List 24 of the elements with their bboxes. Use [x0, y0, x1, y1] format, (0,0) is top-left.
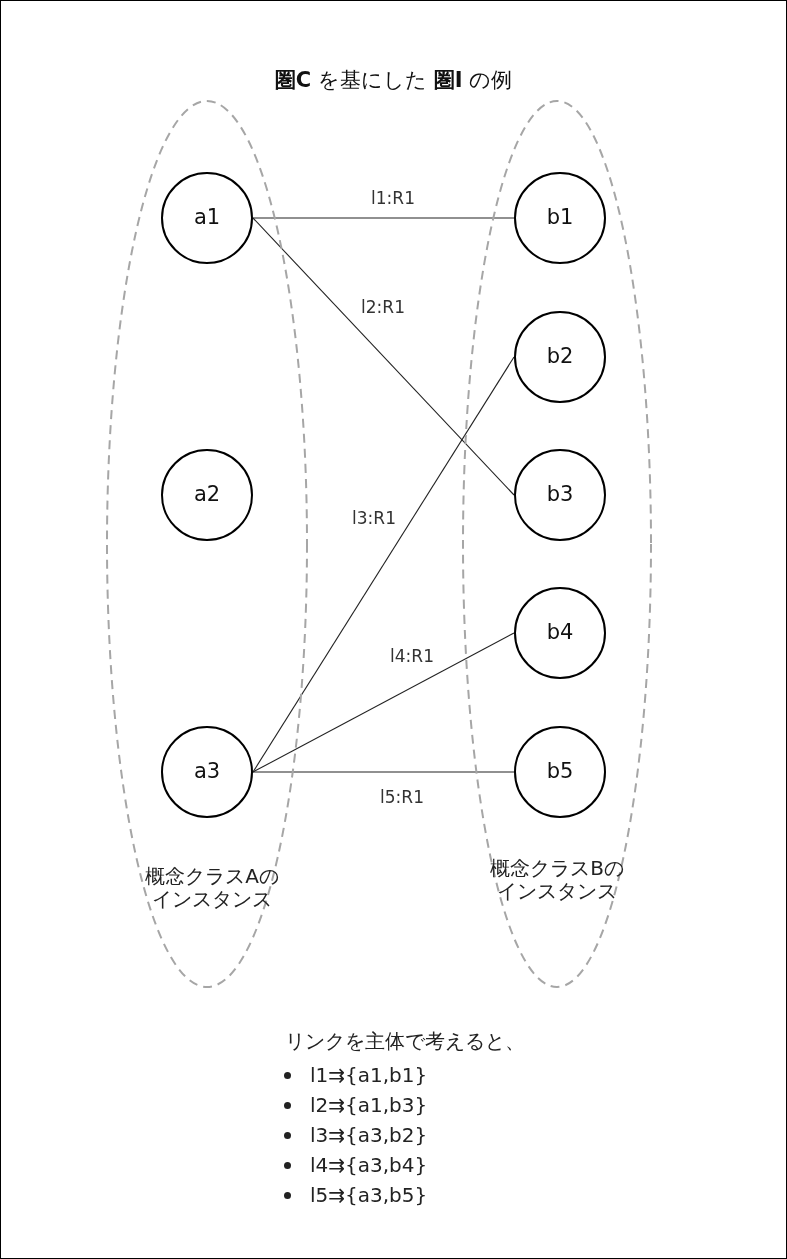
- node-label: b3: [546, 483, 574, 507]
- link-line: [252, 217, 515, 496]
- node-label: a1: [193, 206, 221, 230]
- list-item: l1⇉{a1,b1}: [310, 1062, 428, 1089]
- diagram-title: 圏C を基にした 圏I の例: [274, 68, 513, 92]
- node-label: b4: [546, 621, 574, 645]
- node-label: b5: [546, 760, 574, 784]
- node-label: b2: [546, 345, 574, 369]
- dashed-group-ellipse: [106, 100, 308, 988]
- dashed-group-ellipse: [462, 100, 652, 988]
- list-item: l3⇉{a3,b2}: [310, 1122, 428, 1149]
- node-label: a2: [193, 483, 221, 507]
- list-item: l5⇉{a3,b5}: [310, 1182, 428, 1209]
- note-text: リンクを主体で考えると、: [285, 1028, 525, 1055]
- link-line: [252, 771, 515, 773]
- group-label: 概念クラスBのインスタンス: [489, 857, 625, 903]
- list-item: l4⇉{a3,b4}: [310, 1152, 428, 1179]
- link-line: [252, 356, 515, 773]
- group-label: 概念クラスAのインスタンス: [144, 865, 280, 911]
- link-line: [252, 217, 515, 219]
- node-label: b1: [546, 206, 574, 230]
- list-item: l2⇉{a1,b3}: [310, 1092, 428, 1119]
- link-line: [252, 632, 515, 773]
- node-label: a3: [193, 760, 221, 784]
